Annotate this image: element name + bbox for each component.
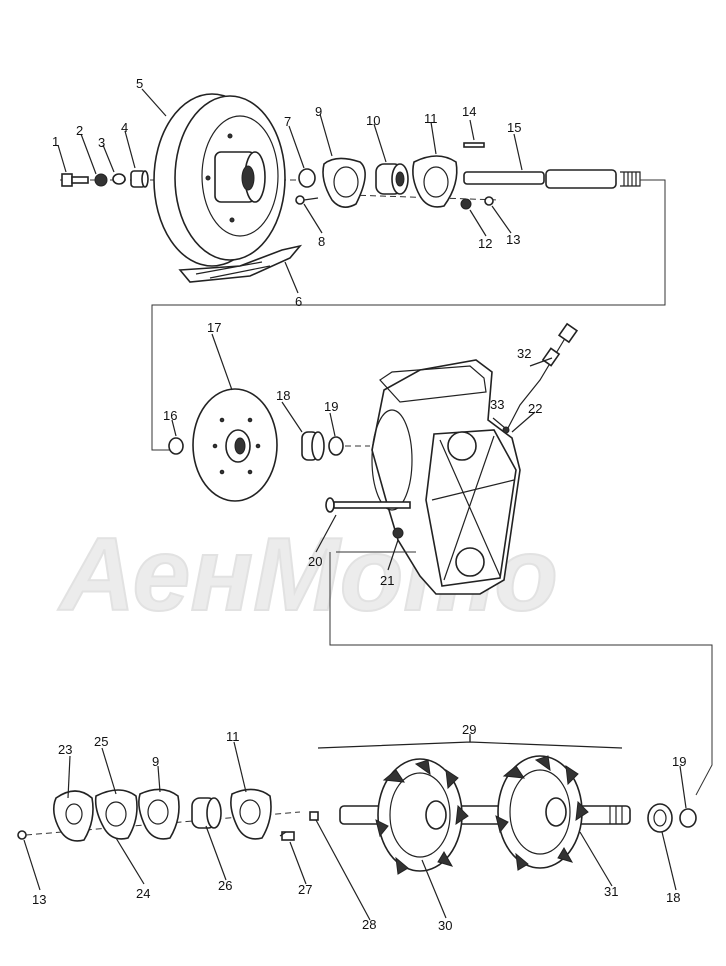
part-15-shaft: [463, 169, 641, 189]
part-28-screw: [309, 811, 319, 821]
part-3-washer: [112, 173, 126, 185]
part-21-nut: [392, 527, 404, 539]
part-16-o-ring: [168, 437, 184, 455]
callout-15: 15: [507, 120, 521, 135]
part-26-bearing: [191, 797, 222, 829]
part-24-flange: [94, 789, 138, 840]
part-18-bearing: [301, 431, 325, 461]
part-6-belt: [178, 244, 303, 283]
part-10-bearing: [375, 163, 409, 195]
callout-12: 12: [478, 236, 492, 251]
part-30-sprocket-left: [375, 758, 469, 875]
part-5-driven-pulley: [153, 93, 286, 267]
chaincase-housing: [371, 359, 521, 595]
connector-line-middle: [329, 551, 713, 796]
callout-8: 8: [318, 234, 325, 249]
part-4-bushing: [130, 170, 149, 188]
part-30-sprocket-right: [495, 755, 589, 871]
callout-labels: 1 2 3 4 5 6 7 8 9 10 11 12 13 14 15 16 1…: [32, 76, 686, 933]
callout-3: 3: [98, 135, 105, 150]
part-27-bolt: [279, 831, 295, 841]
callout-30: 30: [438, 918, 452, 933]
part-23-flange: [52, 790, 94, 842]
callout-1: 1: [52, 134, 59, 149]
callout-28: 28: [362, 917, 376, 932]
part-12-nut: [460, 198, 472, 210]
part-19-o-ring: [328, 436, 344, 456]
callout-19b: 19: [672, 754, 686, 769]
callout-17: 17: [207, 320, 221, 335]
callout-25: 25: [94, 734, 108, 749]
part-8-screw: [295, 195, 319, 205]
callout-20: 20: [308, 554, 322, 569]
part-33-clip: [502, 426, 510, 434]
callout-24: 24: [136, 886, 150, 901]
callout-11a: 11: [424, 111, 438, 126]
connector-line-top: [151, 179, 666, 451]
bottom-assembly: [17, 736, 697, 875]
callout-14: 14: [462, 104, 476, 119]
callout-27: 27: [298, 882, 312, 897]
part-14-key: [463, 142, 485, 148]
callout-32: 32: [517, 346, 531, 361]
callout-16: 16: [163, 408, 177, 423]
part-11-bearing-flange: [412, 155, 458, 208]
part-9-flange-b: [138, 788, 180, 840]
callout-11b: 11: [226, 729, 240, 744]
callout-4: 4: [121, 120, 128, 135]
callout-13b: 13: [32, 892, 46, 907]
callout-22: 22: [528, 401, 542, 416]
part-18-bearing-b: [647, 803, 673, 833]
callout-26: 26: [218, 878, 232, 893]
part-11-flange-b: [230, 788, 272, 840]
part-32-cable: [507, 322, 579, 429]
callout-21: 21: [380, 573, 394, 588]
callout-10: 10: [366, 113, 380, 128]
callout-5: 5: [136, 76, 143, 91]
part-9-bearing-flange: [322, 157, 366, 208]
callout-29: 29: [462, 722, 476, 737]
middle-assembly: [168, 322, 579, 595]
callout-6: 6: [295, 294, 302, 309]
callout-31: 31: [604, 884, 618, 899]
top-assembly: [60, 93, 641, 283]
callout-23: 23: [58, 742, 72, 757]
part-7-ring: [298, 168, 316, 188]
part-20-bolt: [325, 497, 411, 513]
part-13-washer: [484, 196, 494, 206]
part-2-washer: [94, 173, 108, 187]
callout-9b: 9: [152, 754, 159, 769]
callout-9a: 9: [315, 104, 322, 119]
part-19-o-ring-b: [679, 808, 697, 828]
callout-2: 2: [76, 123, 83, 138]
part-17-brake-disc: [192, 388, 278, 502]
callout-19a: 19: [324, 399, 338, 414]
callout-7: 7: [284, 114, 291, 129]
callout-18b: 18: [666, 890, 680, 905]
leader-lines: [23, 88, 687, 921]
part-1-bolt: [61, 173, 89, 187]
callout-18a: 18: [276, 388, 290, 403]
part-13-washer-b: [17, 830, 27, 840]
callout-33: 33: [490, 397, 504, 412]
callout-13a: 13: [506, 232, 520, 247]
